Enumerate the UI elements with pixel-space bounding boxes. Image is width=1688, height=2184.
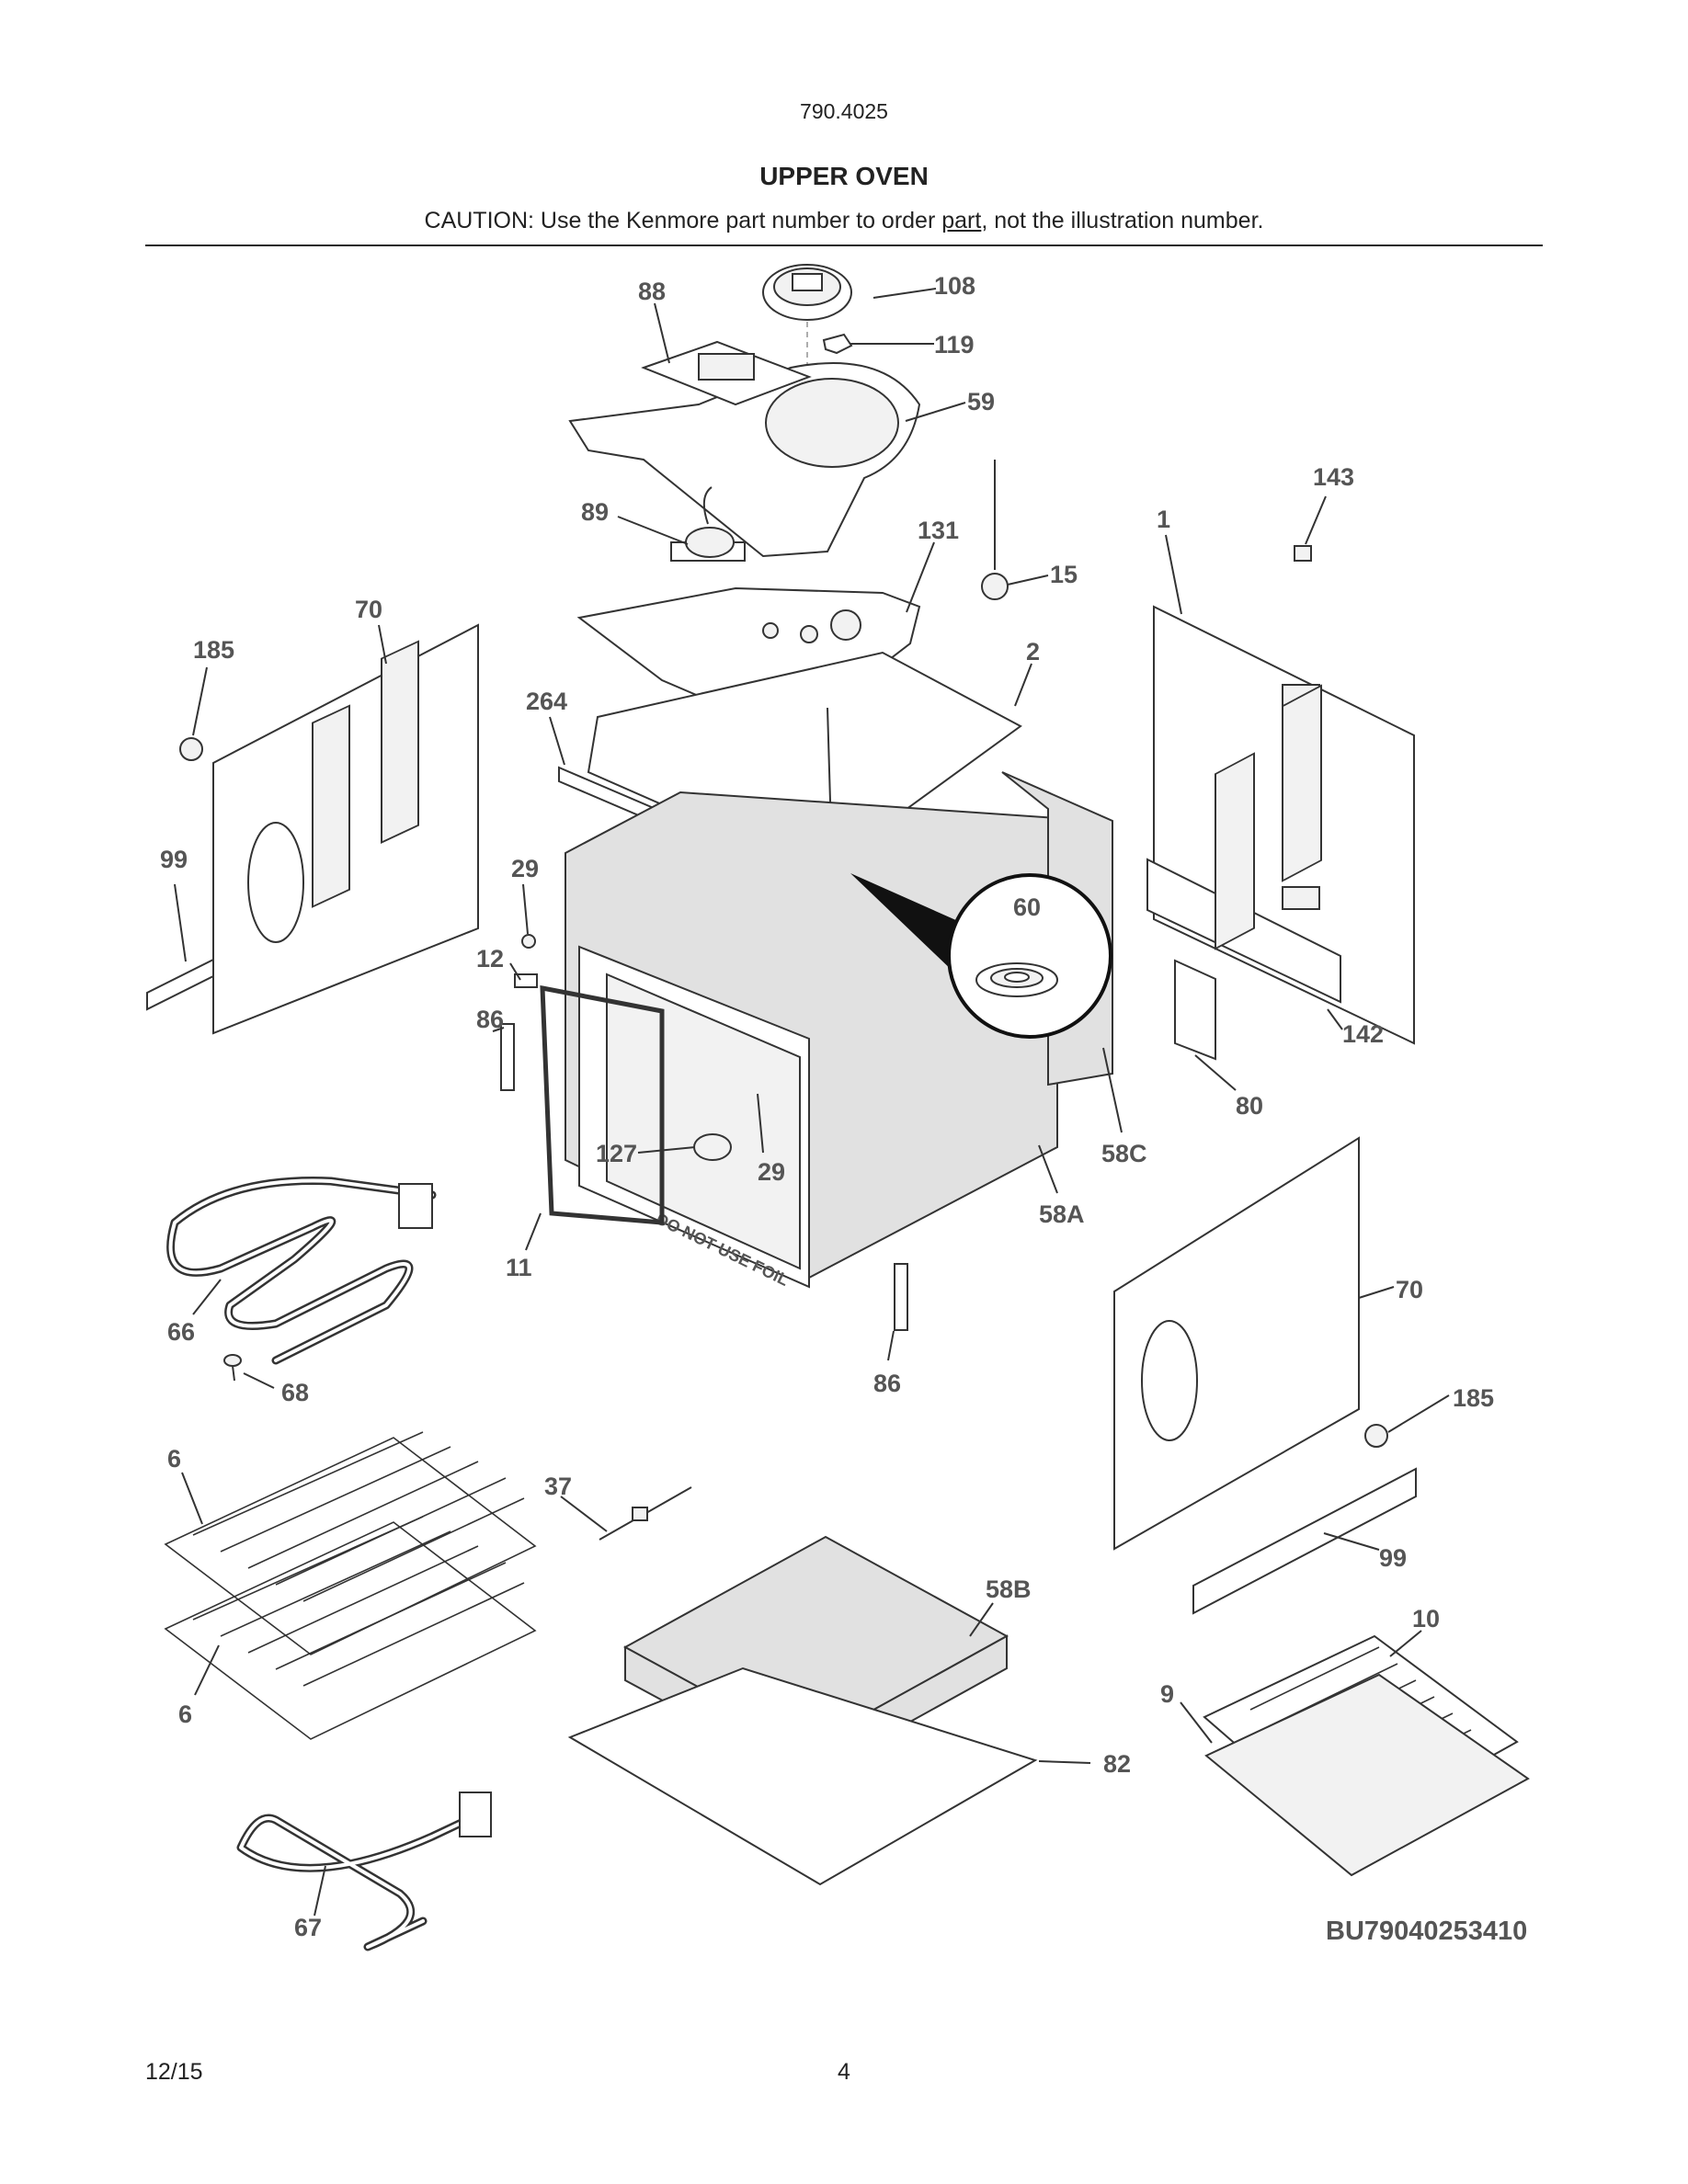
bake-element-67 — [236, 1792, 492, 1951]
screw-29 — [521, 934, 536, 949]
broiler-pan-9 — [1204, 1673, 1530, 1877]
model-number: 790.4025 — [800, 99, 888, 123]
callout-88: 88 — [638, 278, 666, 305]
caution-text-underlined: part — [941, 208, 982, 233]
callout-70-right: 70 — [1396, 1276, 1423, 1303]
callout-99-left: 99 — [160, 846, 188, 873]
callout-12: 12 — [476, 945, 504, 973]
callout-86-left: 86 — [476, 1006, 504, 1033]
callout-2: 2 — [1026, 638, 1040, 665]
duct-plate-88 — [641, 340, 812, 406]
callout-89: 89 — [581, 498, 609, 526]
callout-127: 127 — [596, 1140, 637, 1167]
callout-60: 60 — [1013, 893, 1041, 921]
caution-note: CAUTION: Use the Kenmore part number to … — [0, 208, 1688, 234]
callout-58A: 58A — [1039, 1200, 1085, 1228]
callout-1: 1 — [1157, 506, 1170, 533]
callout-70-left: 70 — [355, 596, 382, 623]
callout-11: 11 — [506, 1254, 532, 1281]
callout-15: 15 — [1050, 561, 1078, 588]
callout-99-right: 99 — [1379, 1544, 1407, 1572]
callout-9: 9 — [1160, 1680, 1174, 1708]
callout-82: 82 — [1103, 1750, 1131, 1778]
callout-58B: 58B — [986, 1575, 1032, 1603]
callout-59: 59 — [967, 388, 995, 415]
fan-blade-119 — [822, 333, 853, 355]
rail-99-left — [146, 958, 214, 1011]
convection-fan-108 — [762, 264, 852, 404]
callout-108: 108 — [934, 272, 975, 300]
side-panel-right-70 — [1113, 684, 1360, 1551]
callout-131: 131 — [918, 517, 959, 544]
exploded-parts-diagram: DO NOT USE FOIL — [146, 264, 1530, 1951]
callout-labels: 88 108 119 59 143 89 131 1 15 70 185 2 2… — [160, 272, 1494, 1941]
caution-text-suffix: , not the illustration number. — [981, 208, 1264, 233]
callout-86-right: 86 — [873, 1370, 901, 1397]
callout-80: 80 — [1236, 1092, 1263, 1120]
duct-cover-59 — [568, 362, 921, 558]
latch-12 — [514, 973, 538, 988]
bracket-80 — [1174, 959, 1216, 1061]
knob-185-left — [179, 737, 203, 761]
clip-143 — [1294, 545, 1312, 562]
caution-text-prefix: CAUTION: Use the Kenmore part number to … — [424, 208, 942, 233]
callout-143: 143 — [1313, 463, 1354, 491]
oven-rack-upper-6 — [164, 1431, 537, 1655]
header-divider — [145, 245, 1543, 246]
callout-119: 119 — [934, 331, 975, 358]
page-number: 4 — [838, 2059, 850, 2085]
callout-185-left: 185 — [193, 636, 234, 664]
shelf-support-86-left — [500, 1023, 515, 1091]
broil-element-66 — [166, 1177, 437, 1365]
callout-6-bottom: 6 — [178, 1701, 192, 1728]
callout-68: 68 — [281, 1379, 309, 1406]
callout-58C: 58C — [1101, 1140, 1147, 1167]
fan-cover-127 — [693, 1133, 732, 1161]
side-panel-left-70 — [212, 623, 479, 1035]
screw-68 — [223, 1354, 242, 1382]
bottom-panel-82 — [567, 1666, 1038, 1886]
meat-probe-37 — [599, 1486, 692, 1541]
door-gasket-11 — [540, 984, 665, 1225]
footer-date: 12/15 — [145, 2059, 203, 2085]
callout-6-top: 6 — [167, 1445, 181, 1473]
rail-99-right — [1192, 1467, 1417, 1615]
callout-29-top: 29 — [511, 855, 539, 882]
diagram-code: BU79040253410 — [1326, 1917, 1527, 1946]
callout-10: 10 — [1412, 1605, 1440, 1632]
zoom-inset-60 — [850, 873, 1112, 1039]
callout-66: 66 — [167, 1318, 195, 1346]
motor-bracket-89 — [670, 486, 746, 562]
page-title: UPPER OVEN — [759, 162, 929, 190]
callout-37: 37 — [544, 1473, 572, 1500]
callout-264: 264 — [526, 688, 567, 715]
sensor-probe-15 — [981, 460, 1009, 600]
callout-29-bottom: 29 — [758, 1158, 785, 1186]
leader-lines — [174, 288, 1450, 1917]
shelf-support-86-right — [894, 1263, 908, 1331]
oven-rack-lower-6 — [164, 1516, 537, 1740]
knob-185-right — [1364, 1424, 1388, 1448]
callout-142: 142 — [1342, 1020, 1384, 1048]
callout-185-right: 185 — [1453, 1384, 1494, 1412]
callout-67: 67 — [294, 1914, 322, 1941]
